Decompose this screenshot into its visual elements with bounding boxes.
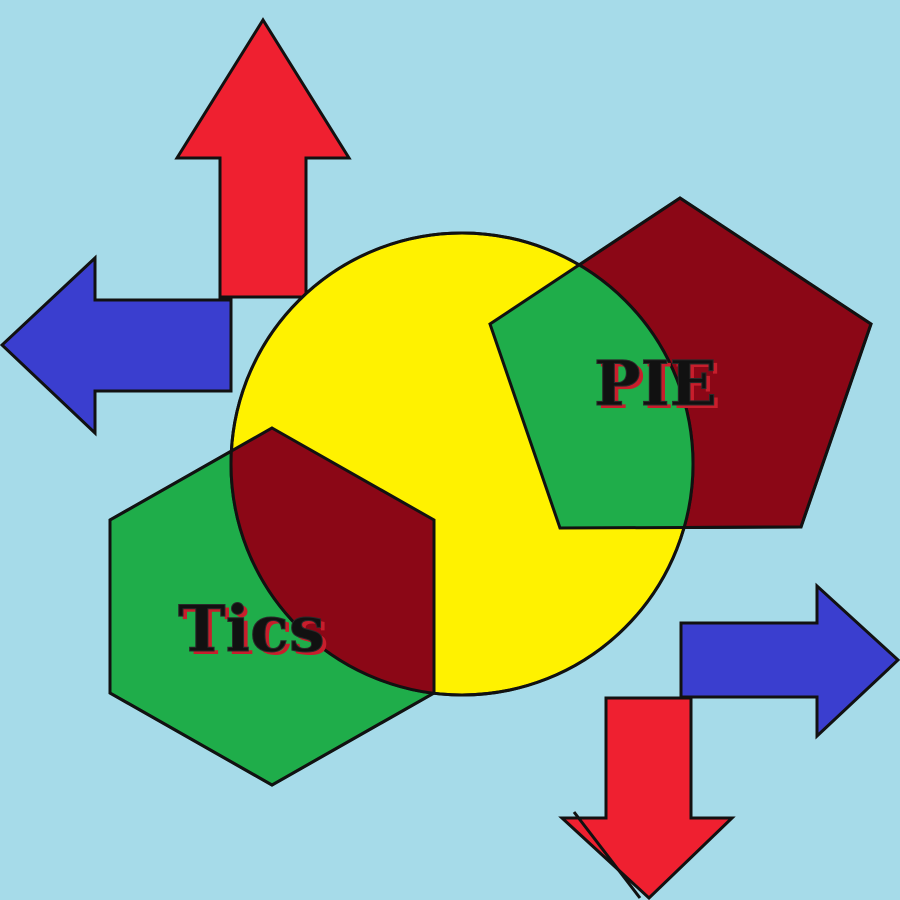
pentagon-outline	[488, 196, 873, 530]
hexagon-outline	[108, 426, 436, 787]
hexagon-label: Tics	[178, 592, 325, 667]
arrow-down-red	[558, 696, 736, 900]
hexagon-label-shadow: Tics	[182, 595, 329, 670]
pentagon-label-shadow: PIE	[598, 350, 721, 423]
arrow-up-red	[174, 17, 352, 299]
arrow-down-red-sketch-line	[572, 811, 642, 899]
pentagon-label: PIE	[594, 347, 717, 420]
arrow-left-blue	[0, 254, 233, 437]
arrow-right-blue	[679, 582, 900, 740]
circle-outline	[229, 231, 695, 697]
